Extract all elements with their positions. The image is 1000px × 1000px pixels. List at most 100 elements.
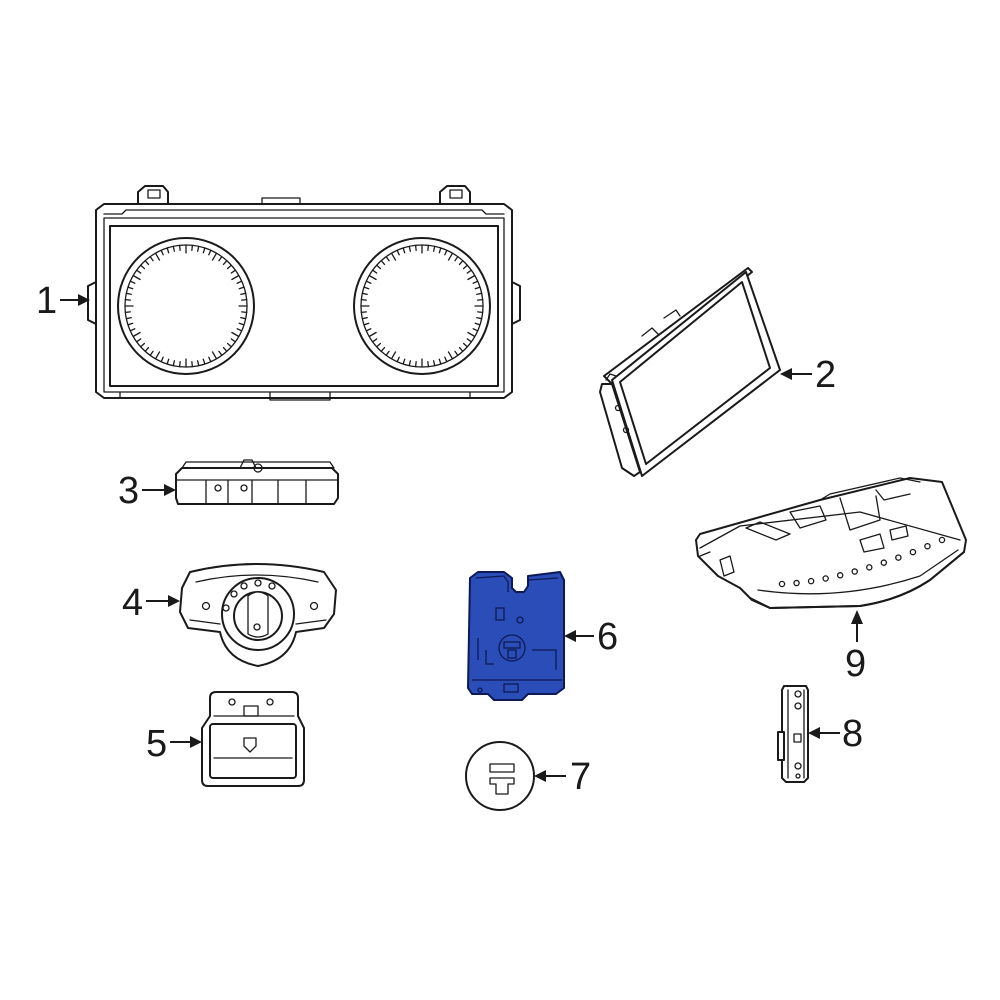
- gauge-tick: [477, 298, 484, 301]
- gauge-tick: [447, 351, 454, 360]
- gauge-tick: [361, 292, 368, 296]
- gauge-tick: [368, 274, 377, 281]
- callout-6-label: 6: [597, 616, 618, 658]
- gauge-tick: [129, 328, 136, 332]
- instrument-cluster-part[interactable]: [87, 185, 521, 401]
- gauge-tick: [191, 244, 194, 251]
- gauge-tick: [427, 361, 430, 368]
- gauge-tick: [231, 274, 240, 281]
- callout-4[interactable]: 4: [122, 582, 180, 624]
- callout-1-label: 1: [36, 280, 57, 322]
- callout-7[interactable]: 7: [534, 756, 591, 798]
- gauge-tick: [208, 249, 212, 256]
- panel-button-dot: [822, 575, 829, 582]
- gauge-tick: [365, 280, 372, 284]
- round-cap-part[interactable]: [465, 741, 535, 811]
- gauge-tick: [380, 260, 386, 266]
- gauge-tick: [438, 247, 442, 254]
- panel-button-dot: [851, 568, 858, 575]
- gauge-tick: [390, 252, 397, 261]
- gauge-tick: [414, 361, 417, 368]
- gauge-tick: [218, 350, 223, 357]
- gauge-tick: [376, 342, 382, 348]
- gauge-tick: [222, 260, 228, 266]
- gauge-tick: [125, 292, 132, 296]
- gauge-tick: [458, 346, 464, 352]
- callout-3[interactable]: 3: [118, 470, 176, 512]
- gauge-tick: [166, 358, 170, 365]
- arrowhead-2: [780, 368, 792, 380]
- callout-7-label: 7: [570, 756, 591, 798]
- gauge-tick: [408, 245, 412, 252]
- gauge-tick: [191, 361, 194, 368]
- gauge-tick: [474, 322, 481, 326]
- arrowhead-4: [168, 595, 180, 607]
- gauge-tick: [466, 269, 473, 274]
- gauge-tick: [236, 328, 243, 332]
- gauge-tick: [238, 322, 245, 326]
- gauge-tick: [222, 346, 228, 352]
- gauge-tick: [454, 255, 459, 262]
- gauge-tick: [474, 286, 481, 290]
- gauge-tick: [178, 244, 181, 251]
- gauge-tick: [144, 346, 150, 352]
- small-switch-part[interactable]: [201, 691, 305, 787]
- bracket-part[interactable]: [777, 685, 809, 783]
- gauge-tick: [241, 298, 248, 301]
- gauge-tick: [462, 342, 468, 348]
- switch-panel-part[interactable]: [175, 459, 339, 505]
- gauge-tick: [125, 316, 132, 320]
- callout-8[interactable]: 8: [808, 713, 863, 755]
- climate-control-panel-part[interactable]: [695, 477, 967, 609]
- gauge-tick: [477, 311, 484, 314]
- gauge-tick: [402, 358, 406, 365]
- gauge-tick: [432, 360, 436, 367]
- gauge-tick: [414, 244, 417, 251]
- callout-2[interactable]: 2: [780, 354, 836, 396]
- gauge-tick: [132, 274, 141, 281]
- gauge-tick: [230, 269, 237, 274]
- gauge-tick: [361, 316, 368, 320]
- panel-button-dot: [778, 580, 786, 588]
- gauge-tick: [447, 252, 454, 261]
- gauge-tick: [363, 322, 370, 326]
- gauge-tick: [467, 331, 476, 338]
- gauge-tick: [149, 255, 154, 262]
- gauge-tick: [360, 311, 367, 314]
- gauge-tick: [476, 292, 483, 296]
- arrowhead-9: [851, 610, 863, 624]
- gauge-tick: [226, 264, 232, 270]
- gauge-tick: [124, 311, 131, 314]
- gauge-tick: [208, 356, 212, 363]
- gauge-tick: [172, 245, 176, 252]
- gauge-tick: [238, 286, 245, 290]
- gauge-tick: [154, 351, 161, 360]
- display-screen-part[interactable]: [599, 267, 781, 477]
- headlamp-switch-part[interactable]: [179, 563, 337, 667]
- gauge-tick: [127, 322, 134, 326]
- panel-button-dot: [866, 564, 873, 571]
- gauge-tick: [467, 274, 476, 281]
- callout-1[interactable]: 1: [36, 280, 90, 322]
- panel-button-dot: [807, 577, 815, 585]
- callout-9[interactable]: 9: [845, 610, 866, 685]
- gauge-tick: [178, 361, 181, 368]
- gauge-tick: [196, 245, 200, 252]
- callout-5-label: 5: [146, 723, 167, 765]
- arrowhead-5: [190, 736, 202, 748]
- gauge-tick: [454, 350, 459, 357]
- gauge-tick: [462, 264, 468, 270]
- control-module-part[interactable]: [467, 571, 565, 701]
- callout-3-label: 3: [118, 470, 139, 512]
- gauge-tick: [236, 280, 243, 284]
- callout-5[interactable]: 5: [146, 723, 202, 765]
- panel-button-dot: [924, 542, 931, 550]
- gauge-tick: [160, 249, 164, 256]
- gauge-tick: [458, 260, 464, 266]
- callout-6[interactable]: 6: [564, 616, 618, 658]
- arrowhead-8: [808, 727, 820, 739]
- gauge-tick: [218, 255, 223, 262]
- gauge-tick: [231, 331, 240, 338]
- gauge-tick: [154, 252, 161, 261]
